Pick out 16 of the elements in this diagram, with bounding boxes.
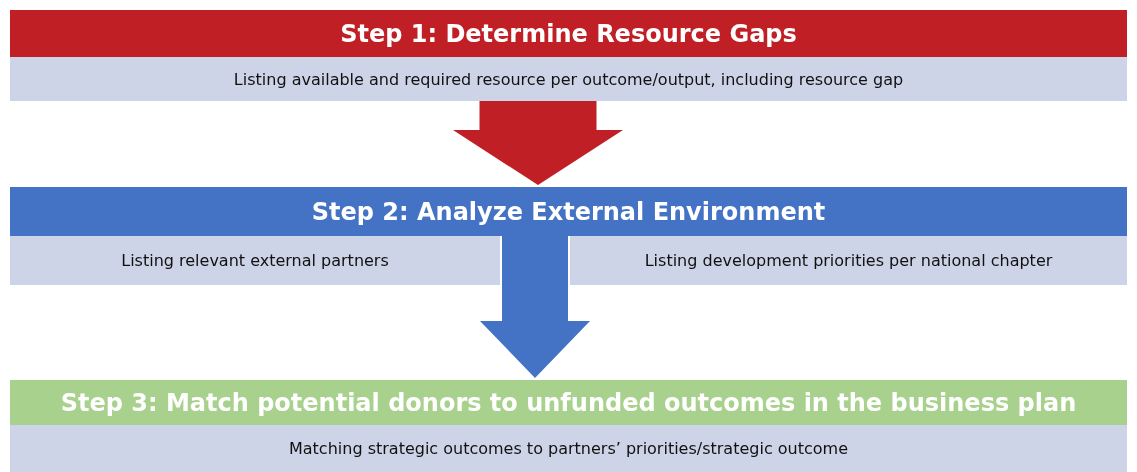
- step-title: Step 2: Analyze External Environment: [311, 197, 826, 226]
- step-description: Listing available and required resource per outcome/output, including resource gap: [233, 69, 904, 89]
- description-band: [10, 236, 500, 285]
- description-band: [10, 425, 1127, 472]
- step-header-band: [10, 10, 1127, 57]
- step-description: Listing development priorities per national chapter: [644, 251, 1053, 270]
- block-arrow: [453, 101, 623, 185]
- step-description: Matching strategic outcomes to partners’ priorities/strategic outcome: [289, 439, 848, 458]
- description-band: [570, 236, 1127, 285]
- step-description: Listing relevant external partners: [121, 251, 389, 270]
- step-title: Step 3: Match potential donors to unfunded outcomes in the business plan: [60, 388, 1077, 417]
- block-arrow: [480, 236, 590, 378]
- step-header-band: [10, 380, 1127, 425]
- step-title: Step 1: Determine Resource Gaps: [340, 19, 797, 48]
- step-header-band: [10, 187, 1127, 236]
- description-band: [10, 57, 1127, 101]
